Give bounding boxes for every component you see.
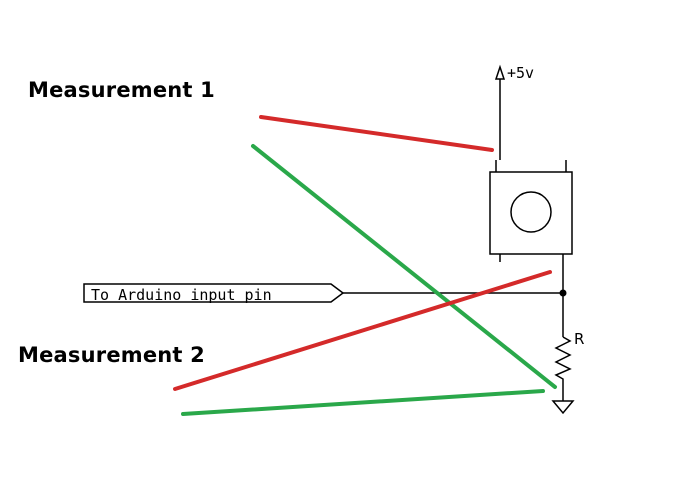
junction-dot-icon [559, 289, 567, 297]
measurement-2-label: Measurement 2 [18, 343, 205, 367]
arduino-pin-connector [83, 283, 563, 303]
resistor-label: R [574, 330, 585, 348]
red-line-measurement-2 [173, 270, 552, 391]
supply-arrow-icon [494, 64, 506, 160]
ground-icon [551, 396, 575, 415]
resistor-icon [554, 336, 572, 396]
green-line-measurement-2 [181, 389, 545, 416]
push-button-icon [489, 160, 573, 337]
arduino-pin-label: To Arduino input pin [91, 286, 272, 304]
measurement-1-label: Measurement 1 [28, 78, 215, 102]
green-line-measurement-1 [251, 144, 557, 389]
red-line-measurement-1 [259, 115, 494, 152]
supply-label: +5v [507, 64, 535, 82]
